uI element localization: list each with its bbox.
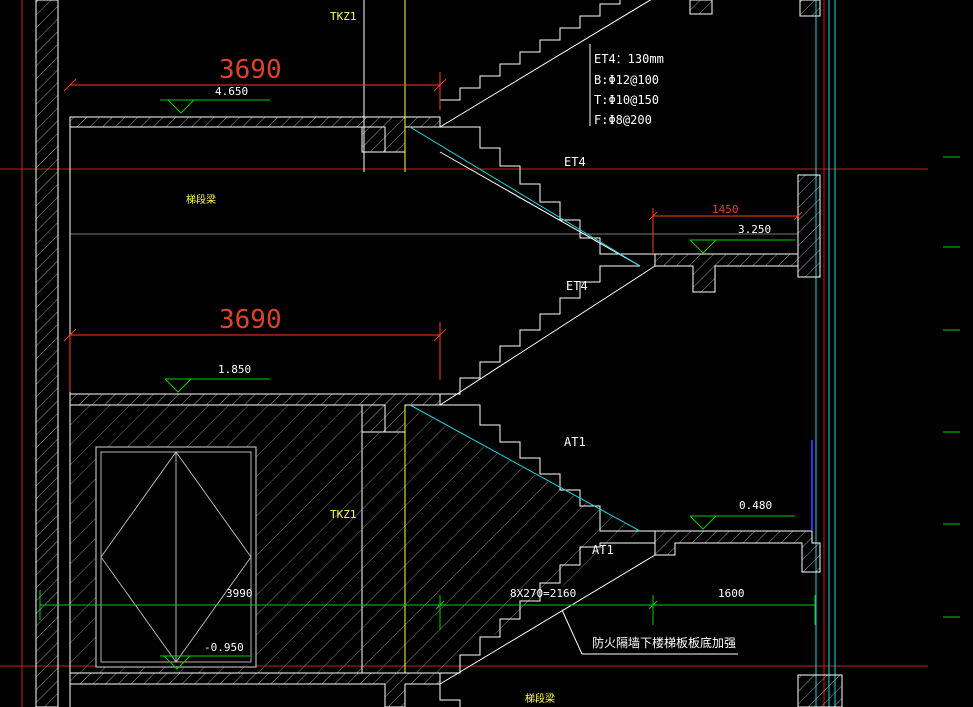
elev-0480: 0.480: [739, 499, 772, 512]
spec-line-3: T:Φ10@150: [594, 93, 659, 107]
spec-line-2: B:Φ12@100: [594, 73, 659, 87]
label-tkz1-top: TKZ1: [330, 10, 357, 23]
dim-lower-span: 3690: [219, 305, 282, 335]
dim-steps: 8X270=2160: [510, 587, 576, 600]
dim-wall-3990: 3990: [226, 587, 253, 600]
stair-flights: [405, 0, 656, 707]
elev-3250: 3.250: [738, 223, 771, 236]
dimension-lines-green: [40, 595, 816, 630]
elevation-markers: [160, 99, 795, 670]
label-et4-lower: ET4: [566, 279, 588, 293]
label-et4-upper: ET4: [564, 155, 586, 169]
dim-upper-span: 3690: [219, 55, 282, 85]
label-beam-lower: 梯段梁: [525, 692, 555, 705]
dim-landing-1600: 1600: [718, 587, 745, 600]
dim-landing-1450: 1450: [712, 203, 739, 216]
elev-1850: 1.850: [218, 363, 251, 376]
window: [95, 446, 257, 668]
elev-4650: 4.650: [215, 85, 248, 98]
label-beam-upper: 梯段梁: [186, 193, 216, 206]
note-reinforce: 防火隔墙下楼梯板板底加强: [592, 635, 736, 650]
spec-line-1: ET4：130mm: [594, 52, 664, 66]
slab-bottom: [69, 672, 441, 707]
right-wall: [689, 0, 843, 707]
left-wall: [35, 0, 71, 707]
landing-0480: [654, 530, 821, 573]
dimension-lines-red: [63, 72, 803, 392]
landing-3250: [654, 253, 799, 293]
elev-m0950: -0.950: [204, 641, 244, 654]
spec-line-4: F:Φ8@200: [594, 113, 652, 127]
floor-slabs: [69, 116, 821, 707]
label-at1-lower: AT1: [592, 543, 614, 557]
column-tkz1: [363, 0, 406, 673]
label-tkz1-bottom: TKZ1: [330, 508, 357, 521]
note-leader: [561, 609, 738, 655]
label-at1-upper: AT1: [564, 435, 586, 449]
stair-cyan-lines: [409, 126, 641, 532]
